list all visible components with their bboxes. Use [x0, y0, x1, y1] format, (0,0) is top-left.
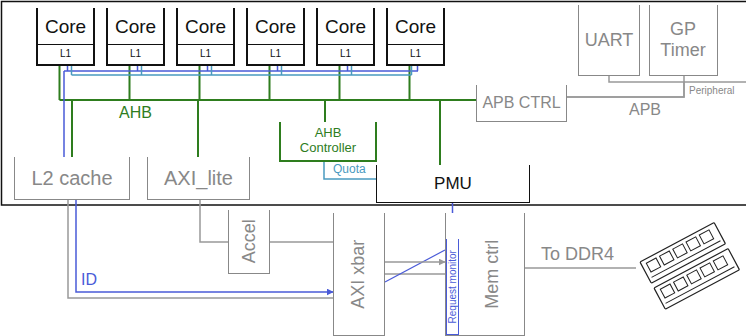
apb-controller-box: APB CTRL [476, 85, 567, 122]
node-text: AXI_lite [164, 167, 233, 190]
quota-bus-line [72, 66, 412, 75]
l1-cache-box: L1 [38, 44, 93, 62]
node-text: L1 [340, 48, 351, 60]
ddr4-module [654, 249, 739, 310]
ahb-controller-box: AHB Controller [279, 122, 377, 162]
l1-cache-box: L1 [388, 44, 443, 62]
node-text: Mem ctrl [482, 240, 503, 309]
ddr4-module [654, 249, 739, 310]
accelerator-box: Accel [228, 210, 270, 274]
ddr4-pins [666, 267, 735, 304]
core-box: CoreL1 [176, 8, 235, 66]
ddr4-chip [673, 244, 687, 258]
node-text: L1 [270, 48, 281, 60]
ahb-bus-line [60, 100, 477, 165]
peripheral-bus [684, 81, 746, 83]
l1-cache-box: L1 [248, 44, 303, 62]
axi-lite-line [200, 200, 228, 242]
ddr4-chip [646, 258, 660, 272]
node-text: Core [45, 16, 86, 38]
node-text: Core [395, 16, 436, 38]
node-text: Request monitor [447, 250, 459, 323]
memory-controller-box: Mem ctrl Request monitor [445, 213, 525, 336]
core-box: CoreL1 [36, 8, 95, 66]
pmu-box: PMU [376, 165, 530, 203]
core-box: CoreL1 [316, 8, 375, 66]
apb-line [567, 76, 684, 97]
node-text: L1 [200, 48, 211, 60]
core-box: CoreL1 [106, 8, 165, 66]
id-core-drop [68, 66, 418, 71]
node-text: AHB Controller [287, 126, 369, 156]
l1-cache-box: L1 [178, 44, 233, 62]
chip-outline [2, 2, 746, 206]
ddr4-chip [686, 237, 700, 251]
node-text: Accel [239, 219, 260, 263]
edge-label: Quota [332, 163, 367, 177]
axi-crossbar-box: AXI xbar [333, 213, 385, 336]
node-text: GP Timer [653, 19, 714, 60]
node-text: PMU [434, 174, 472, 194]
accel-line [270, 241, 333, 243]
ddr4-chip [660, 284, 674, 298]
id-line [76, 200, 333, 292]
edge-label: ID [80, 271, 98, 289]
quota-bus [72, 66, 412, 75]
xbar-mem-id-wire [385, 250, 445, 282]
core-box: CoreL1 [386, 8, 445, 66]
ddr4-chip [660, 251, 674, 265]
xbar-mem-wire [385, 273, 445, 275]
port-label: To DDR4 [540, 244, 615, 265]
ddr-wire [525, 267, 636, 269]
request-monitor-box: Request monitor [446, 239, 459, 335]
ddr4-chip [713, 256, 727, 270]
memory-request-line [385, 261, 445, 263]
core-box: CoreL1 [246, 8, 305, 66]
l1-cache-box: L1 [108, 44, 163, 62]
node-text: Core [115, 16, 156, 38]
node-text: APB CTRL [482, 94, 560, 112]
l2-axi-wire [68, 200, 333, 298]
ddr4-chip [687, 270, 701, 284]
node-text: L1 [60, 48, 71, 60]
bus-name: APB [628, 101, 662, 119]
node-text: Core [255, 16, 296, 38]
node-text: L1 [410, 48, 421, 60]
quota-line [324, 162, 376, 179]
node-text: Core [325, 16, 366, 38]
ddr4-chip [700, 263, 714, 277]
ddr4-chip [699, 230, 713, 244]
node-text: Core [185, 16, 226, 38]
bus-name: Peripheral [688, 85, 736, 97]
l2-cache-box: L2 cache [14, 157, 130, 200]
node-text: AXI xbar [349, 239, 370, 308]
node-text: L1 [130, 48, 141, 60]
apb-line [567, 76, 684, 97]
node-text: L2 cache [31, 167, 112, 190]
timer-box: GP Timer [649, 5, 718, 76]
node-text: UART [585, 30, 634, 51]
ddr4-chip [674, 277, 688, 291]
l1-cache-box: L1 [318, 44, 373, 62]
uart-box: UART [578, 5, 640, 76]
ahb-bus [60, 66, 477, 165]
bus-name: AHB [118, 104, 153, 122]
axi-lite-box: AXI_lite [147, 157, 250, 200]
